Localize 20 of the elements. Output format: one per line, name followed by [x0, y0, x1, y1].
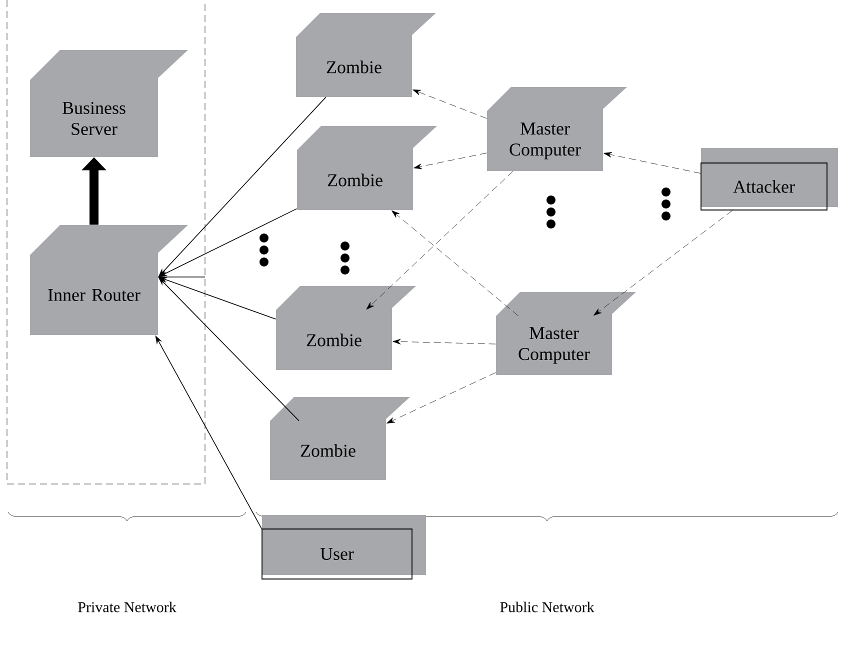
arrow [604, 152, 701, 174]
computer-box: Zombie [296, 13, 436, 97]
computer-box: Business Server [30, 50, 188, 157]
computer-box: User [262, 515, 426, 580]
computer-box: Inner Router [30, 225, 188, 335]
arrow [412, 90, 487, 119]
arrow [386, 372, 496, 424]
region-label: Public Network [500, 602, 594, 612]
region-label: Private Network [78, 602, 176, 612]
arrow [366, 171, 514, 310]
arrow [392, 210, 518, 316]
computer-box: Zombie [276, 286, 416, 370]
arrow [594, 210, 733, 316]
arrow [414, 152, 487, 170]
computer-box: Attacker [700, 148, 838, 210]
computer-box: Master Computer [496, 292, 636, 375]
computer-box: Master Computer [487, 87, 627, 171]
computer-box: Zombie [270, 397, 410, 480]
computer-box: Zombie [297, 126, 437, 210]
arrow [392, 338, 496, 344]
